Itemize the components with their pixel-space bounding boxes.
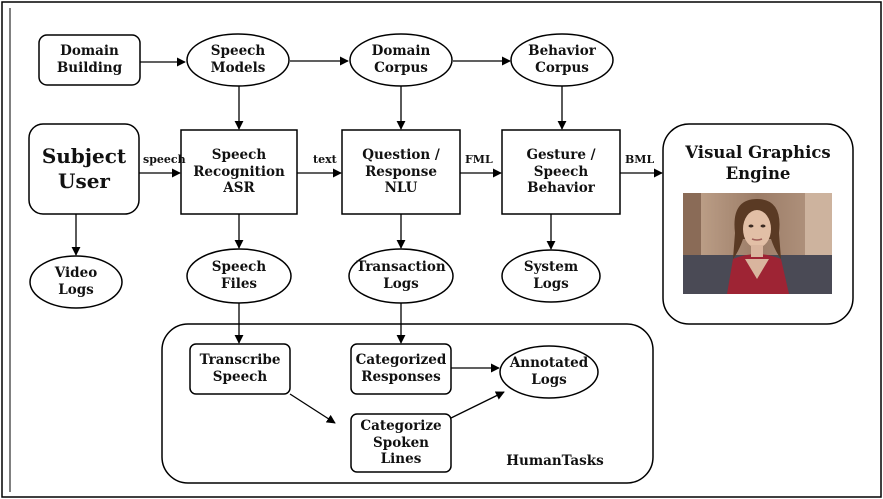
human-tasks-label: HumanTasks	[506, 452, 604, 469]
gesture-speech-label: Gesture / Speech Behavior	[526, 146, 596, 197]
speech-files-label: Speech Files	[211, 259, 267, 292]
domain-building-box	[38, 34, 141, 86]
system-logs-label: System Logs	[523, 259, 579, 292]
visual-graphics-engine-container	[662, 123, 854, 325]
speech-models-label: Speech Models	[210, 43, 266, 76]
edge-label-speech: speech	[143, 153, 186, 166]
edge-label-bml: BML	[625, 153, 655, 166]
categorize-spoken-lines-box	[350, 413, 452, 473]
visual-graphics-engine-label: Visual Graphics Engine	[685, 143, 831, 183]
edge-label-fml: FML	[465, 153, 493, 166]
subject-user-label: Subject User	[41, 144, 127, 193]
behavior-corpus-label: Behavior Corpus	[528, 43, 596, 76]
video-logs-ellipse	[29, 255, 123, 309]
arrow-transcribe-to-categorize	[289, 393, 336, 424]
video-logs-label: Video Logs	[54, 265, 98, 298]
categorize-spoken-lines-label: Categorize Spoken Lines	[360, 417, 442, 468]
question-response-label: Question / Response NLU	[362, 146, 440, 197]
question-response-box	[341, 129, 461, 215]
domain-building-label: Domain Building	[56, 43, 123, 76]
transcribe-speech-box	[189, 343, 291, 395]
speech-recognition-label: Speech Recognition ASR	[193, 146, 285, 197]
speech-recognition-box	[180, 129, 298, 215]
transcribe-speech-label: Transcribe Speech	[199, 352, 281, 385]
edge-label-text: text	[313, 153, 337, 166]
human-tasks-container	[161, 323, 654, 484]
annotated-logs-ellipse	[499, 345, 599, 399]
gesture-speech-box	[501, 129, 621, 215]
speech-models-ellipse	[186, 33, 290, 87]
annotated-logs-label: Annotated Logs	[509, 355, 589, 388]
transaction-logs-label: Transaction Logs	[356, 259, 446, 292]
domain-corpus-label: Domain Corpus	[371, 43, 431, 76]
categorized-responses-label: Categorized Responses	[355, 352, 447, 385]
arrow-categorize-to-annotated	[450, 391, 505, 419]
avatar-image	[683, 193, 832, 294]
categorized-responses-box	[350, 343, 452, 395]
system-logs-ellipse	[501, 249, 601, 303]
subject-user-box	[28, 123, 140, 215]
